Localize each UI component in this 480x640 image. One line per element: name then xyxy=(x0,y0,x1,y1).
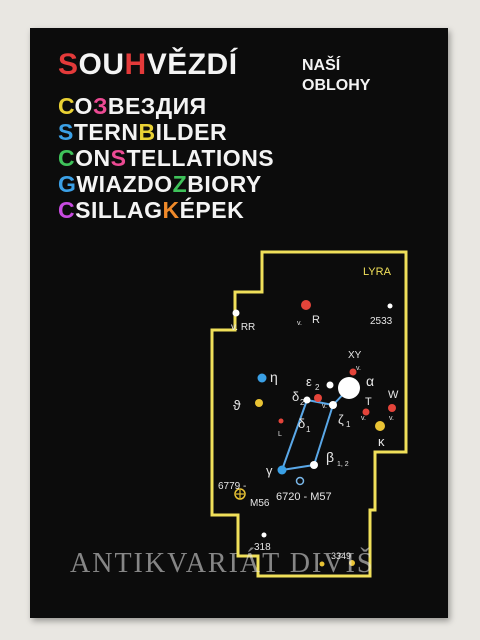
star-w xyxy=(388,404,396,412)
label-delta1: δ xyxy=(298,416,305,431)
label-318: 318 xyxy=(254,542,271,553)
star-rr xyxy=(232,309,240,317)
label-v-w: v. xyxy=(389,415,394,422)
label-m56: M56 xyxy=(250,498,270,509)
label-lyra: LYRA xyxy=(363,266,392,278)
label-w: W xyxy=(388,389,399,401)
title-polish: GWIAZDOZBIORY xyxy=(58,173,262,196)
title-text: BIORY xyxy=(187,171,262,197)
label-2533: 2533 xyxy=(370,316,393,327)
label-delta1-sub: 1 xyxy=(306,425,311,434)
star-eta xyxy=(257,373,267,383)
label-xy: XY xyxy=(348,350,362,361)
label-3349: 3349 xyxy=(331,551,351,561)
label-v-r: v. xyxy=(297,320,302,327)
title-suffix-2: OBLOHY xyxy=(302,77,371,94)
label-theta: ϑ xyxy=(233,397,241,413)
title-letter: K xyxy=(162,197,180,223)
title-letter: C xyxy=(58,145,76,171)
title-text: ILDER xyxy=(155,119,228,145)
title-letter: С xyxy=(58,93,75,119)
title-text: OU xyxy=(78,48,125,81)
title-text: ВЕЗДИЯ xyxy=(107,93,207,119)
label-delta2-sub: 2 xyxy=(300,398,305,407)
label-6779: 6779 - xyxy=(218,481,246,492)
title-letter: C xyxy=(58,197,76,223)
label-eta: η xyxy=(270,369,278,385)
label-v-delta: v. xyxy=(322,403,327,410)
label-rr: v. RR xyxy=(231,322,255,333)
label-beta: β xyxy=(326,449,334,465)
title-letter: Z xyxy=(172,171,188,197)
constellation-lines xyxy=(281,387,350,471)
star-3349b xyxy=(319,561,325,567)
title-german: STERNBILDER xyxy=(58,121,227,144)
label-eps-sub: 2 xyxy=(315,383,320,392)
star-l xyxy=(278,418,284,424)
label-l: L xyxy=(278,431,282,438)
star-318 xyxy=(261,532,267,538)
label-6720: 6720 - M57 xyxy=(276,491,332,503)
title-letter: S xyxy=(58,119,74,145)
title-letter: З xyxy=(92,93,108,119)
title-text: SILLAG xyxy=(75,197,163,223)
title-text: VĚZDÍ xyxy=(146,48,238,81)
title-letter: S xyxy=(58,48,79,81)
globular-m56 xyxy=(234,488,246,500)
title-letter: S xyxy=(110,145,127,171)
star-delta2 xyxy=(314,394,322,402)
title-czech: SOUHVĚZDÍ xyxy=(58,50,238,80)
label-v-xy: v. xyxy=(356,365,361,372)
star-vega xyxy=(338,377,360,399)
star-zeta xyxy=(329,401,337,409)
star-labels: LYRA v. RR v. R 2533 XY v. ε 2 α W v. η … xyxy=(218,266,399,561)
title-russian: СОЗВЕЗДИЯ xyxy=(58,95,207,118)
star-gamma xyxy=(277,465,287,475)
title-text: WIAZDO xyxy=(76,171,173,197)
label-t: T xyxy=(365,396,372,408)
star-eps xyxy=(326,381,334,389)
title-letter: B xyxy=(138,119,156,145)
label-eps: ε xyxy=(306,374,312,389)
label-v-t: v. xyxy=(361,415,366,422)
label-alpha: α xyxy=(366,373,374,389)
label-r: R xyxy=(312,314,320,326)
label-kappa: κ xyxy=(378,434,385,449)
star-theta xyxy=(255,399,263,407)
title-suffix-1: NAŠÍ xyxy=(302,57,341,74)
label-zeta-sub: 1 xyxy=(346,420,351,429)
title-letter: H xyxy=(124,48,147,81)
title-letter: G xyxy=(58,171,77,197)
star-r xyxy=(301,300,311,310)
label-delta2: δ xyxy=(292,389,299,404)
label-gamma: γ xyxy=(266,463,273,478)
label-beta-sub: 1, 2 xyxy=(337,461,349,468)
star-beta xyxy=(310,461,318,469)
star-t xyxy=(362,408,370,416)
title-text: TELLATIONS xyxy=(126,145,275,171)
constellation-boundary xyxy=(210,250,408,578)
star-delta1 xyxy=(303,396,311,404)
title-text: ON xyxy=(75,145,111,171)
star-2533 xyxy=(387,303,393,309)
stars xyxy=(232,300,396,567)
star-3349 xyxy=(349,560,355,566)
star-xy xyxy=(349,368,357,376)
watermark: ANTIKVARIÁT DIVIŠ xyxy=(70,548,375,579)
title-english: CONSTELLATIONS xyxy=(58,147,274,170)
title-text: О xyxy=(74,93,93,119)
star-kappa xyxy=(375,421,385,431)
title-hungarian: CSILLAGKÉPEK xyxy=(58,199,244,222)
label-zeta: ζ xyxy=(338,412,344,427)
title-text: TERN xyxy=(73,119,139,145)
title-text: ÉPEK xyxy=(179,197,245,223)
nebula-m57 xyxy=(295,476,305,486)
